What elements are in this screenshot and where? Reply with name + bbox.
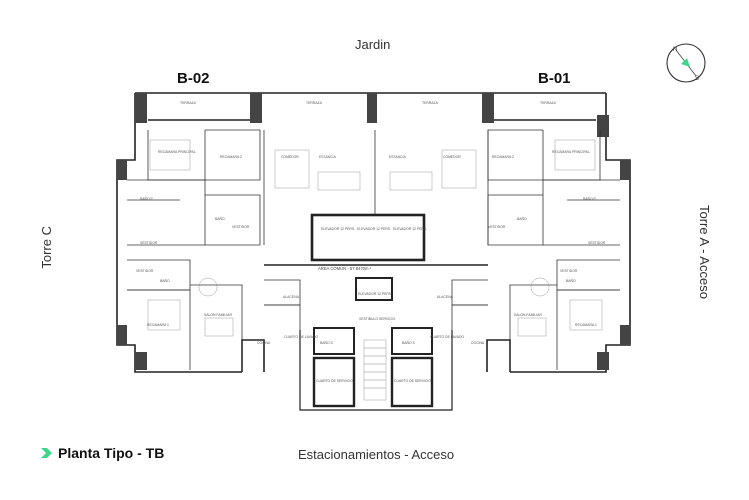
room-cuarto-servicio-right: CUARTO DE SERVICIO [394, 379, 431, 383]
room-terraza-1: TERRAZA [180, 101, 197, 105]
room-elevador-servicio: ELEVADOR 12 PERS. [358, 292, 392, 296]
room-cuarto-servicio-left: CUARTO DE SERVICIO [316, 379, 353, 383]
room-cocina-left: COCINA [257, 341, 271, 345]
room-bano-p-left: BAÑO P [140, 196, 154, 201]
room-elevador-3: ELEVADOR 12 PERS. [393, 227, 427, 231]
room-elevador-2: ELEVADOR 12 PERS. [357, 227, 391, 231]
room-vestibulo: VESTIBULO SERVICIO [359, 317, 395, 321]
room-recamara-principal-left: RECAMARA PRINCIPAL [158, 150, 196, 154]
room-cuarto-lavado-right: CUARTO DE LAVADO [430, 335, 464, 339]
room-alacena-left: ALACENA [283, 295, 300, 299]
room-bano-right: BAÑO [517, 216, 527, 221]
room-comedor-left: COMEDOR [281, 155, 299, 159]
tower-a-label: Torre A - Acceso [697, 205, 712, 299]
chevron-right-icon [40, 446, 54, 460]
room-recamara-2-right: RECAMARA 2 [492, 155, 514, 159]
room-elevador-1: ELEVADOR 12 PERS. [321, 227, 355, 231]
room-vestidor-right-small: VESTIDOR [488, 225, 506, 229]
room-recamara-1-right: RECAMARA 1 [575, 323, 597, 327]
legend: Planta Tipo - TB [40, 445, 164, 461]
compass-s: S [695, 76, 699, 82]
room-terraza-3: TERRAZA [422, 101, 439, 105]
room-terraza-4: TERRAZA [540, 101, 557, 105]
room-vestidor-left: VESTIDOR [140, 241, 158, 245]
compass-n: N [673, 47, 677, 53]
legend-title: Planta Tipo - TB [58, 445, 165, 461]
room-comedor-right: COMEDOR [443, 155, 461, 159]
room-alacena-right: ALACENA [437, 295, 454, 299]
room-bano-left-2: BAÑO [160, 278, 170, 283]
room-vestidor-right-2: VESTIDOR [560, 269, 578, 273]
room-cuarto-lavado-left: CUARTO DE LAVADO [284, 335, 318, 339]
room-vestidor-left-2: VESTIDOR [136, 269, 154, 273]
room-bano-s-right: BAÑO S [402, 340, 416, 345]
room-recamara-principal-right: RECAMARA PRINCIPAL [552, 150, 590, 154]
room-recamara-1-left: RECAMARA 1 [147, 323, 169, 327]
unit-b02-label: B-02 [177, 70, 210, 87]
room-salon-familiar-right: SALON FAMILIAR [514, 313, 542, 317]
room-bano-left: BAÑO [215, 216, 225, 221]
room-bano-s-left: BAÑO S [320, 340, 334, 345]
room-vestidor-left-small: VESTIDOR [232, 225, 250, 229]
room-recamara-2-left: RECAMARA 2 [220, 155, 242, 159]
room-salon-familiar-left: SALON FAMILIAR [204, 313, 232, 317]
compass: N S [664, 41, 708, 85]
room-area-comun: AREA COMUN - 57.8470m ² [318, 266, 372, 271]
room-estancia-right: ESTANCIA [389, 155, 406, 159]
room-cocina-right: COCINA [471, 341, 485, 345]
parking-label: Estacionamientos - Acceso [298, 447, 455, 462]
room-terraza-2: TERRAZA [306, 101, 323, 105]
room-estancia-left: ESTANCIA [319, 155, 336, 159]
garden-label: Jardin [355, 37, 391, 52]
compass-needle [681, 58, 690, 67]
room-bano-p-right: BAÑO P [583, 196, 597, 201]
room-vestidor-right: VESTIDOR [588, 241, 606, 245]
room-bano-right-2: BAÑO [566, 278, 576, 283]
unit-b01-label: B-01 [538, 70, 571, 87]
